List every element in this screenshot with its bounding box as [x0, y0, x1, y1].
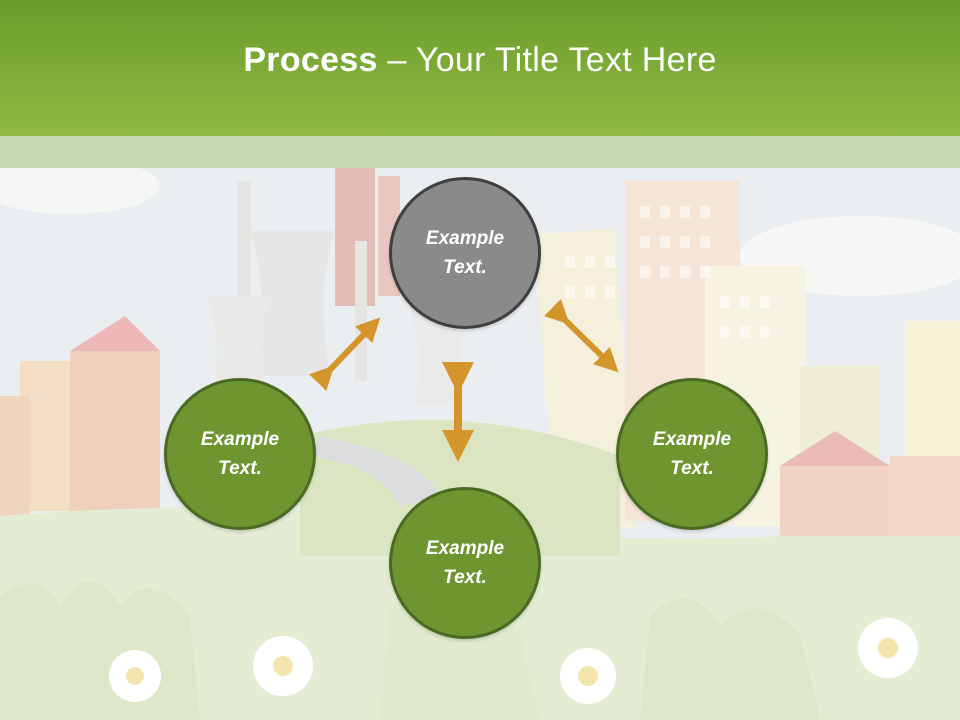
title-rest: – Your Title Text Here [377, 40, 717, 79]
title-underline-band [0, 136, 960, 168]
title-bar: Process – Your Title Text Here [0, 0, 960, 136]
node-bottom-line2: Text. [443, 567, 487, 588]
arrow-top-left [309, 317, 381, 391]
title-bold: Process [243, 40, 378, 79]
node-top-line2: Text. [443, 257, 487, 278]
node-left-line1: Example [200, 429, 280, 450]
node-right-line2: Text. [670, 458, 714, 479]
node-bottom-line1: Example [425, 538, 505, 559]
node-left-line2: Text. [218, 458, 262, 479]
arrow-top-right [544, 299, 619, 373]
node-right-line1: Example [652, 429, 732, 450]
node-top-line1: Example [425, 228, 505, 249]
slide-title: Process – Your Title Text Here [243, 41, 716, 80]
